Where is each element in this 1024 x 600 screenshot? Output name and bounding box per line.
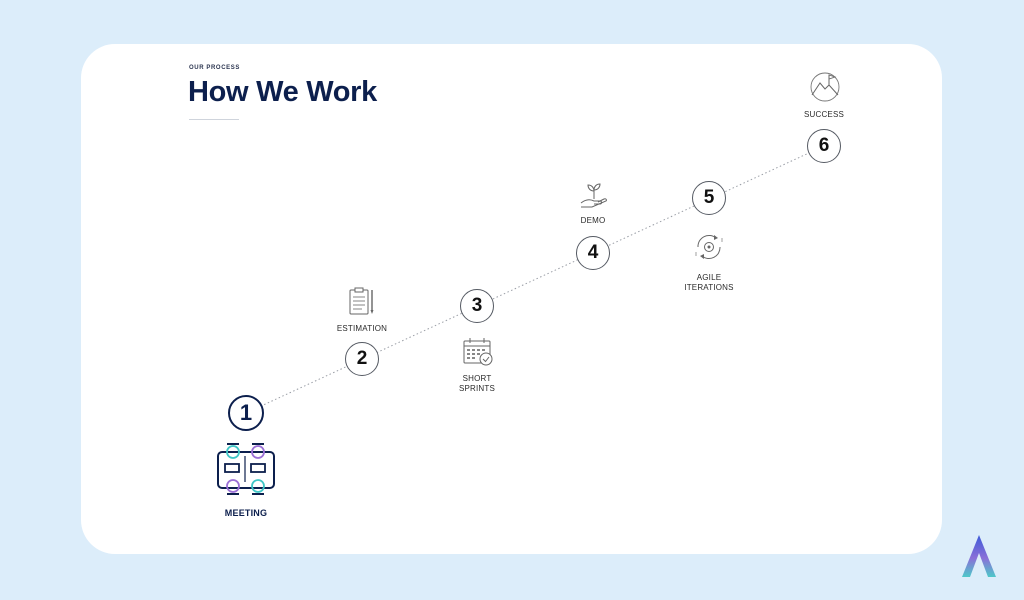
step-6-label: SUCCESS xyxy=(803,110,845,119)
step-1-label: MEETING xyxy=(224,508,268,518)
brand-logo xyxy=(962,535,996,577)
mountain-flag-icon xyxy=(810,72,840,102)
plant-hand-icon xyxy=(580,183,607,208)
section-eyebrow: OUR PROCESS xyxy=(189,65,240,71)
step-5-circle: 5 xyxy=(692,181,726,215)
step-4-circle: 4 xyxy=(576,236,610,270)
page-title: How We Work xyxy=(188,76,377,108)
step-4-label: DEMO xyxy=(580,216,606,225)
step-6-circle: 6 xyxy=(807,129,841,163)
cycle-icon xyxy=(695,234,723,260)
step-2-circle: 2 xyxy=(345,342,379,376)
meeting-icon xyxy=(217,443,275,495)
step-3-circle: 3 xyxy=(460,289,494,323)
calendar-icon xyxy=(463,338,493,366)
clipboard-icon xyxy=(349,287,374,315)
step-5-label: AGILE ITERATIONS xyxy=(684,273,734,292)
title-divider xyxy=(189,119,239,120)
step-1-circle: 1 xyxy=(228,395,264,431)
step-2-label: ESTIMATION xyxy=(336,324,388,333)
step-3-label: SHORT SPRINTS xyxy=(458,374,496,393)
